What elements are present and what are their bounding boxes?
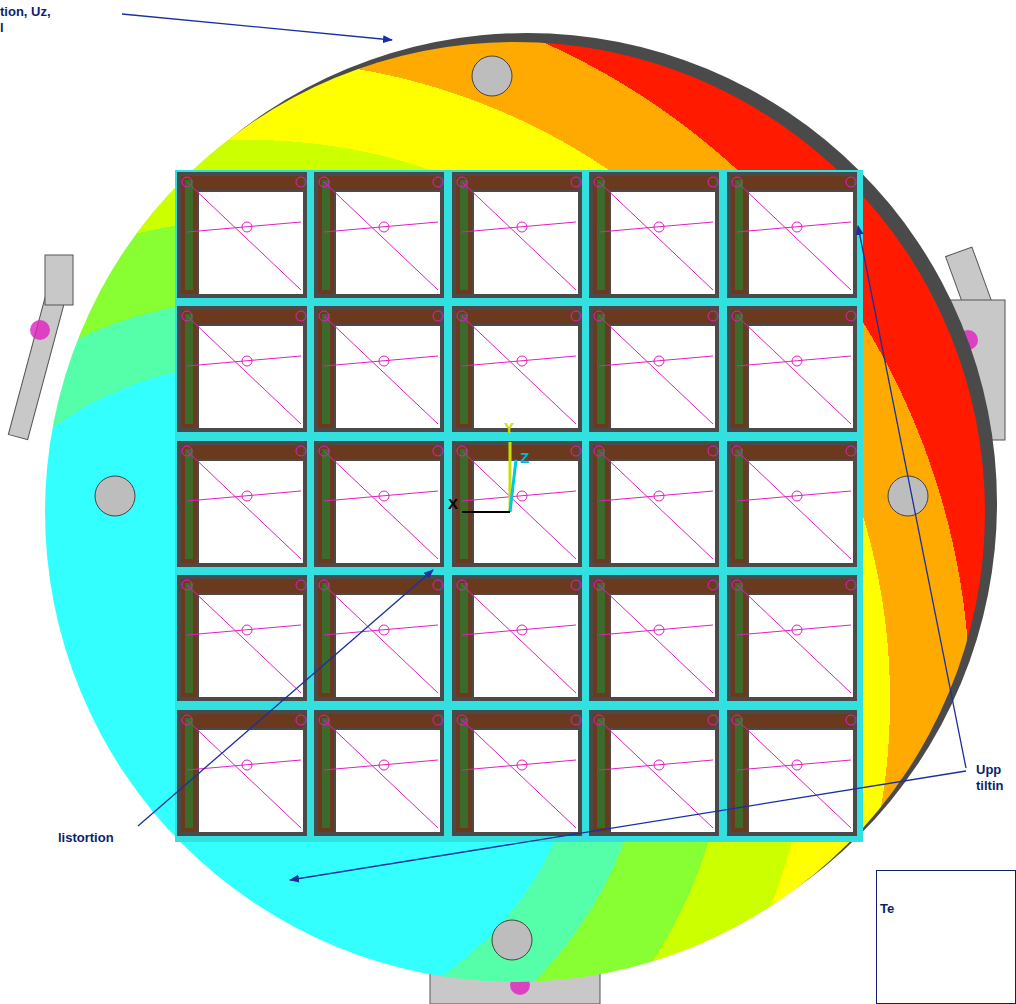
callout-text: tion, Uz, [0, 4, 51, 20]
callout-text: listortion [58, 830, 114, 846]
note-text: Te [880, 901, 1015, 916]
note-box: Te [876, 870, 1016, 1004]
axis-label: Z [520, 450, 529, 466]
axis-label: Y [504, 420, 514, 436]
axis-label: X [448, 496, 458, 512]
callout-text: tiltin [976, 778, 1003, 794]
callout-text: Upp [976, 762, 1001, 778]
callout-text: l [0, 20, 4, 36]
